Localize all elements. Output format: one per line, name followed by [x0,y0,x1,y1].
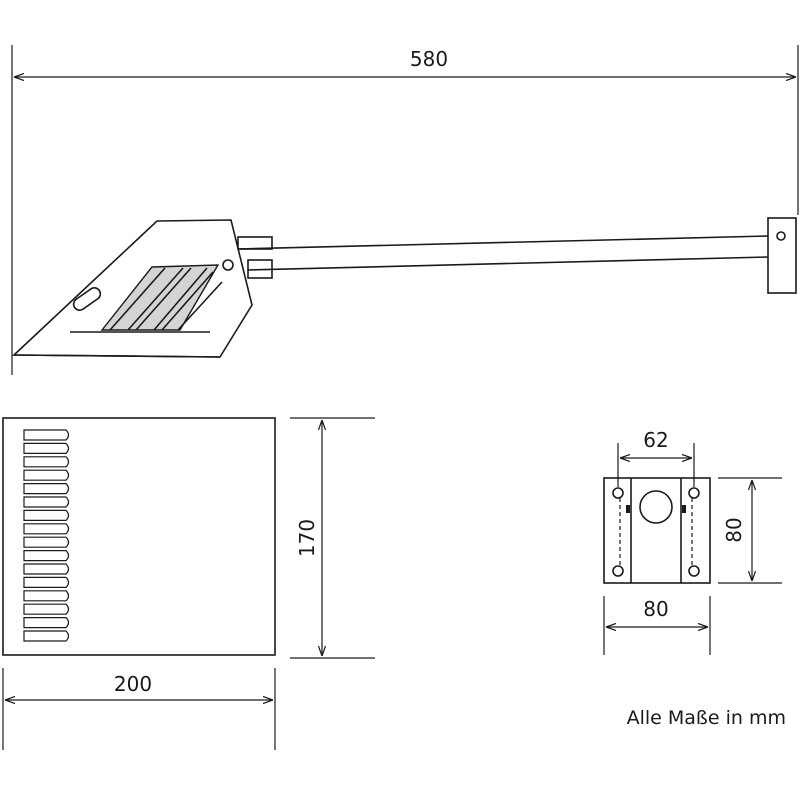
louver-slat [23,630,70,642]
louver-slat [23,442,70,454]
louver-slat [23,429,70,441]
units-note: Alle Maße in mm [627,707,786,729]
screw-hole [688,565,700,577]
screw-hole [612,487,624,499]
louver-slat [23,590,70,602]
louver-slat [23,563,70,575]
center-hole [639,490,673,524]
dimension-front-height: 170 [290,417,375,659]
louver-slat [23,523,70,535]
louver-slat [23,603,70,615]
louver-slat [23,550,70,562]
dimension-total-length: 580 [11,45,799,375]
louver-slat [23,617,70,629]
louver-slats [23,429,70,642]
louver-slat [23,509,70,521]
louver-slat [23,456,70,468]
dimension-plate-height: 80 [718,477,782,584]
dimension-label-200: 200 [114,672,152,696]
wall-plate [603,477,711,584]
front-view: 170 200 [2,417,375,750]
dimension-label-80-width: 80 [643,597,668,621]
lamp-head [11,219,253,358]
wall-plate-side [767,217,797,294]
wall-plate-view: 62 80 80 [603,428,782,655]
dimension-hole-spacing: 62 [617,428,695,487]
dimension-label-62: 62 [643,428,668,452]
louver-slat [23,469,70,481]
dimension-front-width: 200 [2,668,276,750]
front-housing [2,417,276,656]
dimension-label-580: 580 [410,47,448,71]
dimension-label-80-height: 80 [722,517,746,542]
screw-hole [612,565,624,577]
louver-slat [23,496,70,508]
louver-slat [23,576,70,588]
dimension-plate-width: 80 [603,596,711,655]
louver-slat [23,536,70,548]
louver-slat [23,483,70,495]
side-view: 580 [11,45,799,375]
arm [237,235,769,271]
screw-hole [688,487,700,499]
dimension-label-170: 170 [295,519,319,557]
